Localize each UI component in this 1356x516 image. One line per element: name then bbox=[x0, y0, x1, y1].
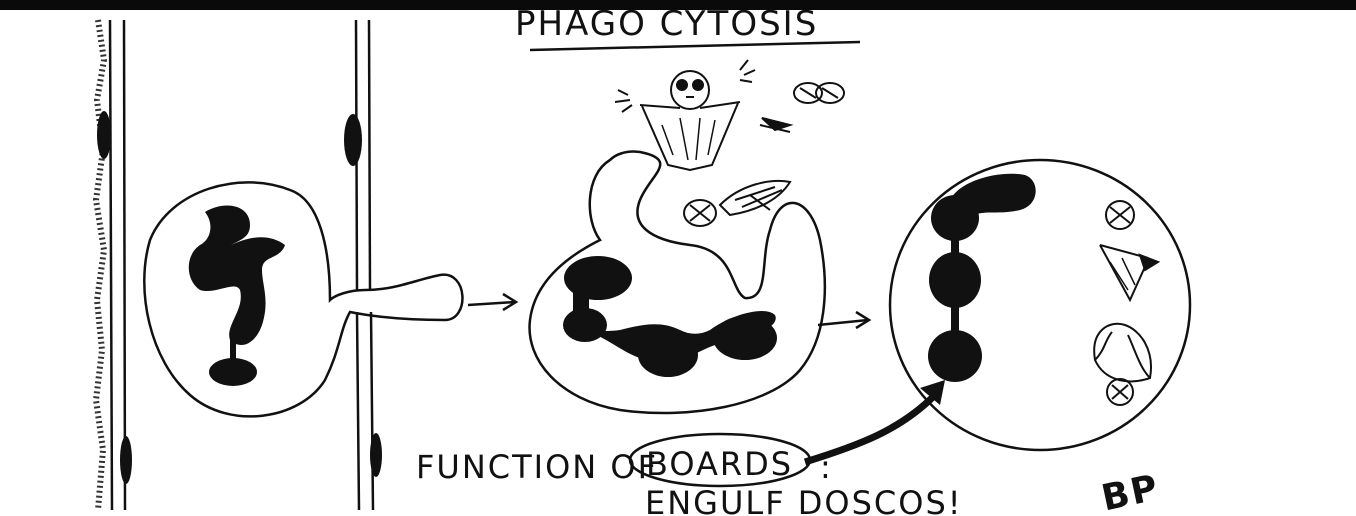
arrow-migration bbox=[468, 294, 516, 310]
floating-particles bbox=[760, 83, 844, 132]
signature: BP bbox=[1098, 467, 1163, 516]
arrow-engulf bbox=[818, 312, 869, 328]
cell-diapedesis bbox=[144, 182, 462, 416]
cell-3-nucleus bbox=[928, 174, 1036, 382]
cell-phagosome bbox=[890, 160, 1190, 450]
cell-engulfing bbox=[530, 152, 825, 413]
caption-separator: : bbox=[820, 448, 833, 486]
cell-2-nucleus bbox=[563, 256, 777, 377]
cell-3-membrane bbox=[890, 160, 1190, 450]
endothelial-nuclei bbox=[97, 111, 382, 484]
caption-highlight: BOARDS bbox=[646, 445, 793, 483]
caption-prefix: FUNCTION OF bbox=[416, 448, 658, 486]
title: PHAGO CYTOSIS bbox=[515, 4, 818, 44]
cell-3-engulfed-particles bbox=[1094, 201, 1158, 405]
caption-line-2: ENGULF DOSCOS! bbox=[645, 484, 963, 516]
cell-1-nucleus bbox=[189, 206, 285, 386]
cell-1-membrane bbox=[144, 182, 462, 416]
vessel-wall-right bbox=[356, 20, 373, 510]
vessel-wall-left bbox=[110, 20, 125, 510]
cartoon-phagocyte-monster bbox=[615, 60, 755, 170]
left-torn-edge bbox=[96, 20, 104, 510]
